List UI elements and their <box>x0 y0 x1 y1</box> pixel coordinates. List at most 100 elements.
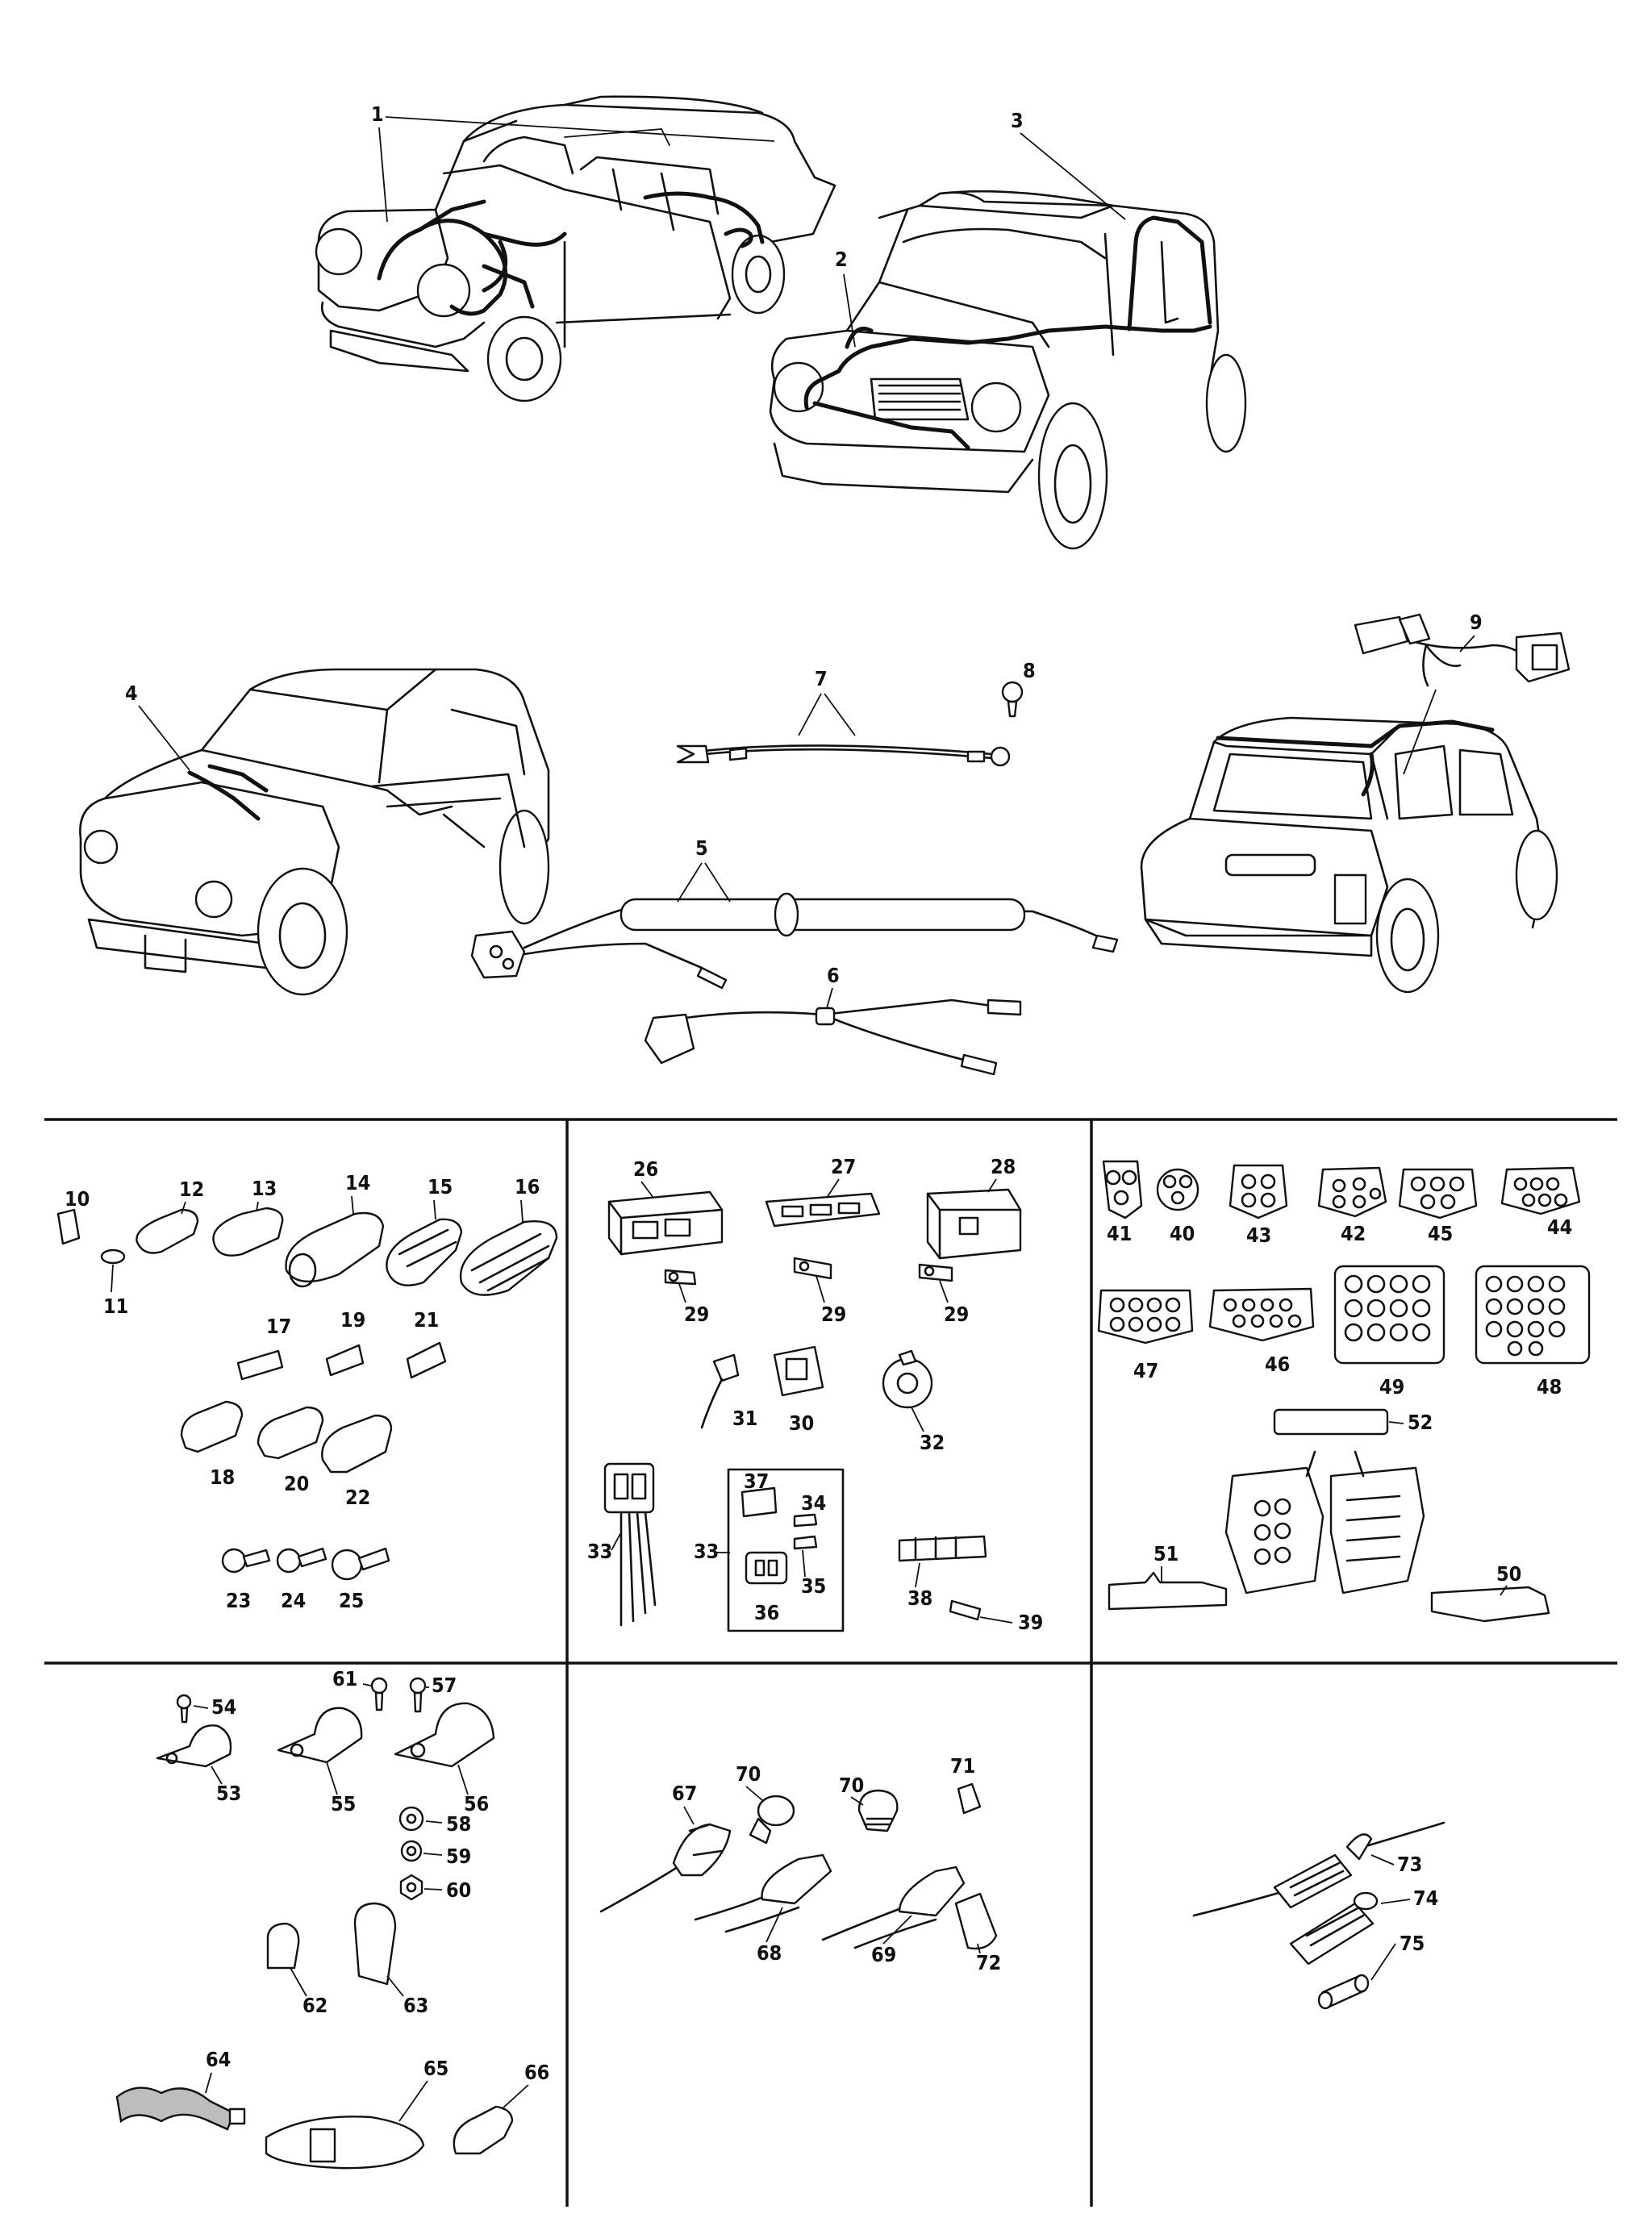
callout-30-label: 30 <box>789 1411 814 1435</box>
callout-27-label: 27 <box>831 1155 856 1178</box>
callout-25-label: 25 <box>339 1589 364 1612</box>
callout-32-label: 32 <box>920 1431 945 1454</box>
callout-70a-label: 70 <box>736 1762 761 1786</box>
callout-3-label: 3 <box>1011 109 1024 132</box>
callouts-panel-b: 26 27 28 29 29 29 30 31 32 33 33 34 35 3… <box>587 1155 1043 1634</box>
callout-6-label: 6 <box>827 964 840 987</box>
callout-5-label: 5 <box>695 836 708 860</box>
callout-49-label: 49 <box>1379 1375 1404 1399</box>
callout-33b-label: 33 <box>694 1540 719 1563</box>
callout-48-label: 48 <box>1537 1375 1562 1399</box>
callout-7-label: 7 <box>815 667 828 690</box>
callout-9-label: 9 <box>1470 611 1483 634</box>
callout-57-label: 57 <box>432 1674 457 1697</box>
callout-74-label: 74 <box>1413 1886 1438 1910</box>
callout-8: 8 <box>1023 659 1036 682</box>
callout-65-label: 65 <box>423 2057 448 2080</box>
callouts-panel-e: 67 70 70 71 68 69 72 <box>672 1754 1001 1974</box>
callouts-panel-a: 10 11 12 13 14 15 16 17 18 19 20 21 22 2… <box>65 1171 540 1612</box>
callout-71-label: 71 <box>950 1754 975 1778</box>
callout-54-label: 54 <box>211 1695 236 1719</box>
callout-3: 3 <box>1011 109 1126 220</box>
callout-42-label: 42 <box>1341 1222 1366 1245</box>
callout-18-label: 18 <box>210 1465 235 1489</box>
car-1-main-harness <box>315 95 836 402</box>
callout-26-label: 26 <box>633 1157 658 1181</box>
callout-29c-label: 29 <box>944 1303 969 1326</box>
callout-15-label: 15 <box>428 1175 453 1199</box>
callout-40-label: 40 <box>1170 1222 1195 1245</box>
callout-5: 5 <box>677 836 731 903</box>
callout-68-label: 68 <box>757 1941 782 1965</box>
callout-2-label: 2 <box>835 248 848 271</box>
callout-20-label: 20 <box>284 1472 309 1495</box>
callout-12-label: 12 <box>179 1178 204 1201</box>
callout-1-label: 1 <box>371 102 384 126</box>
callout-43-label: 43 <box>1246 1224 1271 1247</box>
callout-51-label: 51 <box>1153 1542 1179 1565</box>
callout-53-label: 53 <box>216 1782 241 1805</box>
callout-34-label: 34 <box>801 1491 826 1515</box>
panel-bulb-holders <box>599 1782 998 1950</box>
callout-21-label: 21 <box>414 1308 439 1332</box>
callout-38-label: 38 <box>907 1586 932 1610</box>
callout-24-label: 24 <box>281 1589 306 1612</box>
car-4-harness <box>79 668 550 996</box>
callout-22-label: 22 <box>345 1486 370 1509</box>
panel-multipin-connectors <box>1097 1160 1591 1623</box>
callout-67-label: 67 <box>672 1782 697 1805</box>
callout-73-label: 73 <box>1397 1853 1422 1876</box>
callout-2: 2 <box>835 248 856 348</box>
callout-29a-label: 29 <box>684 1303 709 1326</box>
panel-grid <box>44 1118 1617 2207</box>
callout-6: 6 <box>826 964 840 1009</box>
callout-62-label: 62 <box>302 1994 327 2017</box>
callout-28-label: 28 <box>991 1155 1016 1178</box>
panel-fuse-holders <box>1192 1821 1446 2010</box>
callout-61-label: 61 <box>332 1667 357 1690</box>
callout-16-label: 16 <box>515 1175 540 1199</box>
callout-37-label: 37 <box>744 1470 769 1493</box>
callout-70b-label: 70 <box>839 1774 864 1797</box>
callouts-panel-c: 40 41 42 43 44 45 46 47 48 49 50 51 52 <box>1107 1215 1572 1596</box>
callout-64-label: 64 <box>206 2048 231 2071</box>
callout-52-label: 52 <box>1408 1411 1433 1434</box>
callout-17-label: 17 <box>266 1315 291 1338</box>
callout-63-label: 63 <box>403 1994 428 2017</box>
panel-connector-blocks <box>603 1188 1022 1632</box>
callout-10-label: 10 <box>65 1187 90 1211</box>
callout-69-label: 69 <box>871 1943 896 1966</box>
callout-46-label: 46 <box>1265 1353 1290 1376</box>
callout-47-label: 47 <box>1133 1359 1158 1382</box>
callout-35-label: 35 <box>801 1574 826 1598</box>
callout-41-label: 41 <box>1107 1222 1132 1245</box>
callout-7: 7 <box>798 667 856 736</box>
callout-50-label: 50 <box>1496 1562 1521 1586</box>
callout-33a-label: 33 <box>587 1540 612 1563</box>
car-2-3-harnesses <box>769 190 1247 550</box>
callout-36-label: 36 <box>754 1601 779 1624</box>
harness-9 <box>1354 613 1571 687</box>
callout-1: 1 <box>371 102 775 223</box>
callout-14-label: 14 <box>345 1171 370 1194</box>
callout-11-label: 11 <box>103 1294 128 1318</box>
callout-8-label: 8 <box>1023 659 1036 682</box>
callout-58-label: 58 <box>446 1812 471 1836</box>
callouts-panel-f: 73 74 75 <box>1370 1853 1438 1981</box>
callout-39-label: 39 <box>1018 1611 1043 1634</box>
callout-4-label: 4 <box>125 682 138 705</box>
callout-45-label: 45 <box>1428 1222 1453 1245</box>
callout-66-label: 66 <box>524 2061 549 2084</box>
lead-6 <box>644 998 1022 1076</box>
screw-8 <box>1001 681 1024 718</box>
callout-72-label: 72 <box>976 1951 1001 1974</box>
callout-59-label: 59 <box>446 1845 471 1868</box>
callout-75-label: 75 <box>1400 1932 1425 1955</box>
callout-4: 4 <box>125 682 190 771</box>
callout-29b-label: 29 <box>821 1303 846 1326</box>
panel-terminals-sleeves <box>56 1207 558 1581</box>
callout-60-label: 60 <box>446 1878 471 1902</box>
harness-5 <box>470 892 1119 990</box>
panel-clips-fixings <box>115 1677 514 2170</box>
